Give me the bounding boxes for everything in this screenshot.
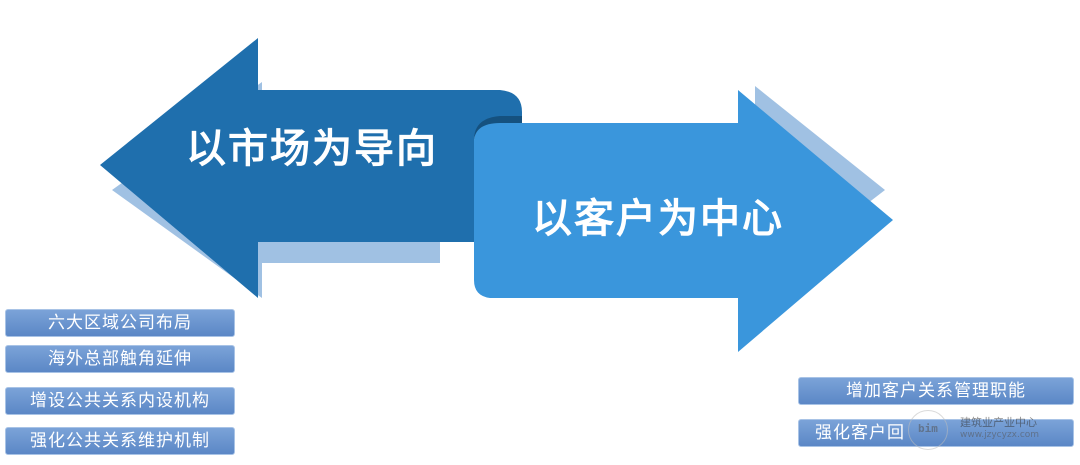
label-box-customer-relations-function: 增加客户关系管理职能: [798, 377, 1074, 405]
label-box-public-relations-org: 增设公共关系内设机构: [5, 387, 235, 415]
label-box-overseas-hq: 海外总部触角延伸: [5, 345, 235, 373]
left-arrow: [100, 38, 522, 298]
watermark-url: www.jzycyzx.com: [960, 430, 1040, 440]
watermark: bim 建筑业产业中心 www.jzycyzx.com: [908, 408, 1078, 452]
right-arrow: [474, 90, 893, 352]
left-arrow-title: 以市场为导向: [186, 126, 438, 172]
label-box-regional-layout: 六大区域公司布局: [5, 309, 235, 337]
watermark-title: 建筑业产业中心: [960, 416, 1037, 429]
watermark-logo: bim: [918, 422, 938, 435]
ribbon-fold: [474, 116, 522, 140]
right-arrow-title: 以客户为中心: [532, 196, 784, 242]
label-box-public-relations-mechanism: 强化公共关系维护机制: [5, 427, 235, 455]
watermark-seal: [908, 410, 948, 450]
label-box-customer-followup-text: 强化客户回: [815, 423, 905, 443]
